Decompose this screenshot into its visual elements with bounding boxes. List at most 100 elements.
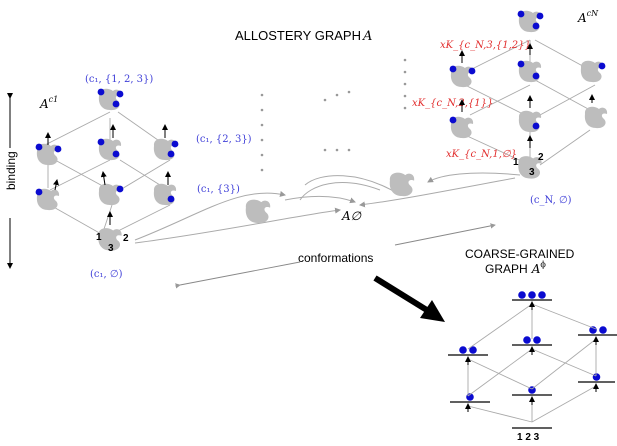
ligand-dot bbox=[517, 10, 525, 18]
rate-label-3: xK_{c_N,3,{1,2}} bbox=[440, 40, 531, 51]
coarse-graph bbox=[448, 291, 617, 429]
coarse-base-label: 1 2 3 bbox=[517, 432, 540, 443]
protein-cN-2 bbox=[518, 110, 542, 133]
protein-cN-123 bbox=[517, 10, 544, 33]
protein-shape bbox=[245, 199, 271, 224]
cg-edge bbox=[531, 348, 597, 377]
ligand-dot bbox=[536, 12, 544, 20]
right-subgraph-label: AcN bbox=[577, 9, 599, 25]
protein-cN-1 bbox=[449, 116, 474, 139]
state-label-c1-23: (c₁, {2, 3}) bbox=[196, 134, 252, 145]
protein-conf-a bbox=[245, 199, 271, 224]
binding-arrow bbox=[53, 179, 59, 191]
binding-arrow-layer bbox=[45, 43, 595, 225]
ligand-dot bbox=[112, 100, 120, 108]
svg-text:2: 2 bbox=[538, 152, 544, 163]
cg-edge bbox=[467, 348, 533, 397]
state-label-c1-123: (c₁, {1, 2, 3}) bbox=[85, 74, 153, 85]
protein-c1-12 bbox=[35, 143, 62, 166]
protein-c1-1 bbox=[35, 188, 60, 211]
ligand-dot bbox=[97, 138, 105, 146]
protein-cN-13 bbox=[517, 60, 542, 83]
left-subgraph-label: Ac1 bbox=[39, 95, 58, 111]
state-label-c1-3: (c₁, {3}) bbox=[197, 184, 240, 195]
ligand-dot bbox=[518, 291, 526, 299]
protein-conf-b bbox=[389, 172, 415, 197]
ligand-dot bbox=[528, 291, 536, 299]
protein-c1-empty bbox=[98, 228, 122, 251]
cg-edge bbox=[531, 303, 597, 330]
protein-cN-12 bbox=[449, 65, 476, 88]
cg-edge bbox=[467, 405, 533, 423]
svg-text:2: 2 bbox=[123, 233, 129, 244]
protein-cN-empty bbox=[518, 156, 542, 179]
protein-shape bbox=[450, 65, 474, 88]
ligand-dot bbox=[35, 188, 43, 196]
ligand-dot bbox=[468, 67, 476, 75]
protein-c1-13 bbox=[97, 138, 122, 161]
protein-shape bbox=[389, 172, 415, 197]
conformation-curves bbox=[134, 172, 521, 244]
ligand-dot bbox=[589, 326, 597, 334]
cg-edge bbox=[467, 358, 533, 390]
ligand-dot bbox=[449, 116, 457, 124]
coarse-grain-arrow bbox=[373, 275, 445, 322]
protein-c1-123 bbox=[97, 88, 124, 111]
ligand-dot bbox=[112, 150, 120, 158]
binding-arrow bbox=[100, 171, 107, 186]
ligand-dot bbox=[533, 336, 541, 344]
protein-cN-23 bbox=[580, 60, 606, 83]
ligand-dot bbox=[35, 143, 43, 151]
protein-shape bbox=[450, 116, 474, 139]
cg-edge bbox=[467, 303, 533, 350]
ligand-dot bbox=[116, 185, 124, 193]
ligand-dot bbox=[167, 195, 175, 203]
ligand-dot bbox=[538, 291, 546, 299]
site-numbers-right: 1 2 3 bbox=[513, 152, 544, 178]
protein-shape bbox=[98, 228, 122, 251]
ligand-dot bbox=[97, 88, 105, 96]
protein-c1-3 bbox=[153, 183, 177, 206]
site-numbers-left: 1 2 3 bbox=[96, 232, 129, 254]
svg-text:1: 1 bbox=[96, 232, 102, 243]
protein-shape bbox=[98, 183, 122, 206]
center-label: A∅ bbox=[341, 209, 362, 223]
ligand-dot bbox=[469, 346, 477, 354]
rate-label-1: xK_{c_N,1,∅} bbox=[446, 149, 517, 160]
conformations-axis bbox=[175, 223, 496, 289]
ligand-dot bbox=[116, 90, 124, 98]
left-subgraph-edges bbox=[44, 111, 171, 236]
ligand-dot bbox=[167, 150, 175, 158]
protein-c1-2 bbox=[98, 183, 124, 206]
binding-label: binding bbox=[4, 151, 18, 190]
protein-layer bbox=[35, 10, 608, 251]
svg-text:1: 1 bbox=[513, 157, 519, 168]
svg-text:3: 3 bbox=[529, 167, 535, 178]
conformations-label: conformations bbox=[298, 251, 373, 265]
ligand-dot bbox=[449, 65, 457, 73]
protein-c1-23 bbox=[153, 138, 179, 161]
protein-shape bbox=[36, 188, 60, 211]
ligand-dot bbox=[532, 122, 540, 130]
protein-cN-3 bbox=[584, 106, 608, 129]
ligand-dot bbox=[532, 22, 540, 30]
ligand-dot bbox=[171, 140, 179, 148]
protein-shape bbox=[584, 106, 608, 129]
ligand-dot bbox=[592, 373, 601, 381]
ligand-dot bbox=[599, 326, 607, 334]
ligand-dot bbox=[517, 60, 525, 68]
ligand-dot bbox=[532, 72, 540, 80]
cg-edge bbox=[531, 338, 597, 390]
ellipsis-dots bbox=[260, 58, 407, 172]
state-label-cN-empty: (c_N, ∅) bbox=[530, 195, 572, 206]
svg-text:3: 3 bbox=[108, 243, 114, 254]
ligand-dot bbox=[459, 346, 467, 354]
ligand-dot bbox=[598, 62, 606, 70]
coarse-title-line1: COARSE-GRAINED bbox=[465, 247, 575, 261]
ligand-dot bbox=[54, 145, 62, 153]
protein-shape bbox=[36, 143, 60, 166]
rate-label-2: xK_{c_N,2,{1}} bbox=[412, 98, 493, 109]
protein-shape bbox=[518, 156, 542, 179]
